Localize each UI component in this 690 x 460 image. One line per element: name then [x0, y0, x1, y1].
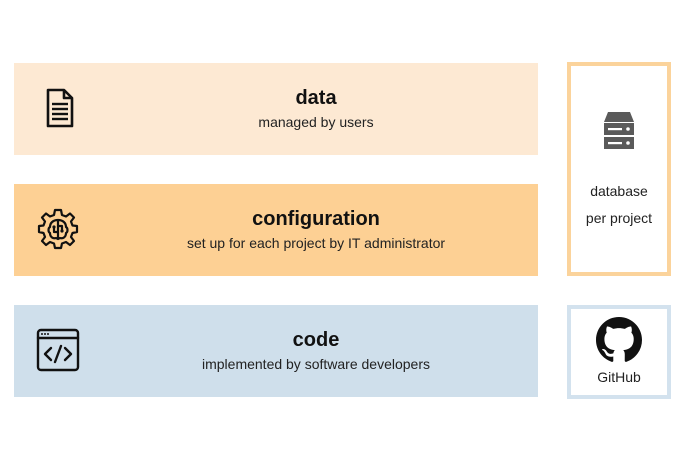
gear-brain-icon [34, 205, 82, 253]
database-label-line2: per project [585, 210, 653, 226]
data-layer-text: data managed by users [94, 63, 538, 155]
data-layer-title: data [295, 87, 337, 109]
github-label: GitHub [597, 369, 641, 385]
database-box: database per project [567, 62, 671, 276]
github-box: GitHub [567, 305, 671, 399]
database-server-icon [594, 106, 644, 156]
configuration-layer-subtitle: set up for each project by IT administra… [186, 235, 446, 251]
document-icon [34, 84, 82, 132]
github-icon [596, 317, 642, 363]
code-layer-text: code implemented by software developers [94, 305, 538, 397]
code-layer-title: code [292, 329, 340, 351]
configuration-layer: configuration set up for each project by… [14, 184, 538, 276]
data-layer-subtitle: managed by users [258, 114, 374, 130]
code-layer-subtitle: implemented by software developers [201, 356, 430, 372]
configuration-layer-text: configuration set up for each project by… [94, 184, 538, 276]
database-label-line1: database [590, 183, 648, 199]
code-layer: code implemented by software developers [14, 305, 538, 397]
data-layer: data managed by users [14, 63, 538, 155]
configuration-layer-title: configuration [252, 208, 380, 230]
code-window-icon [34, 326, 82, 374]
